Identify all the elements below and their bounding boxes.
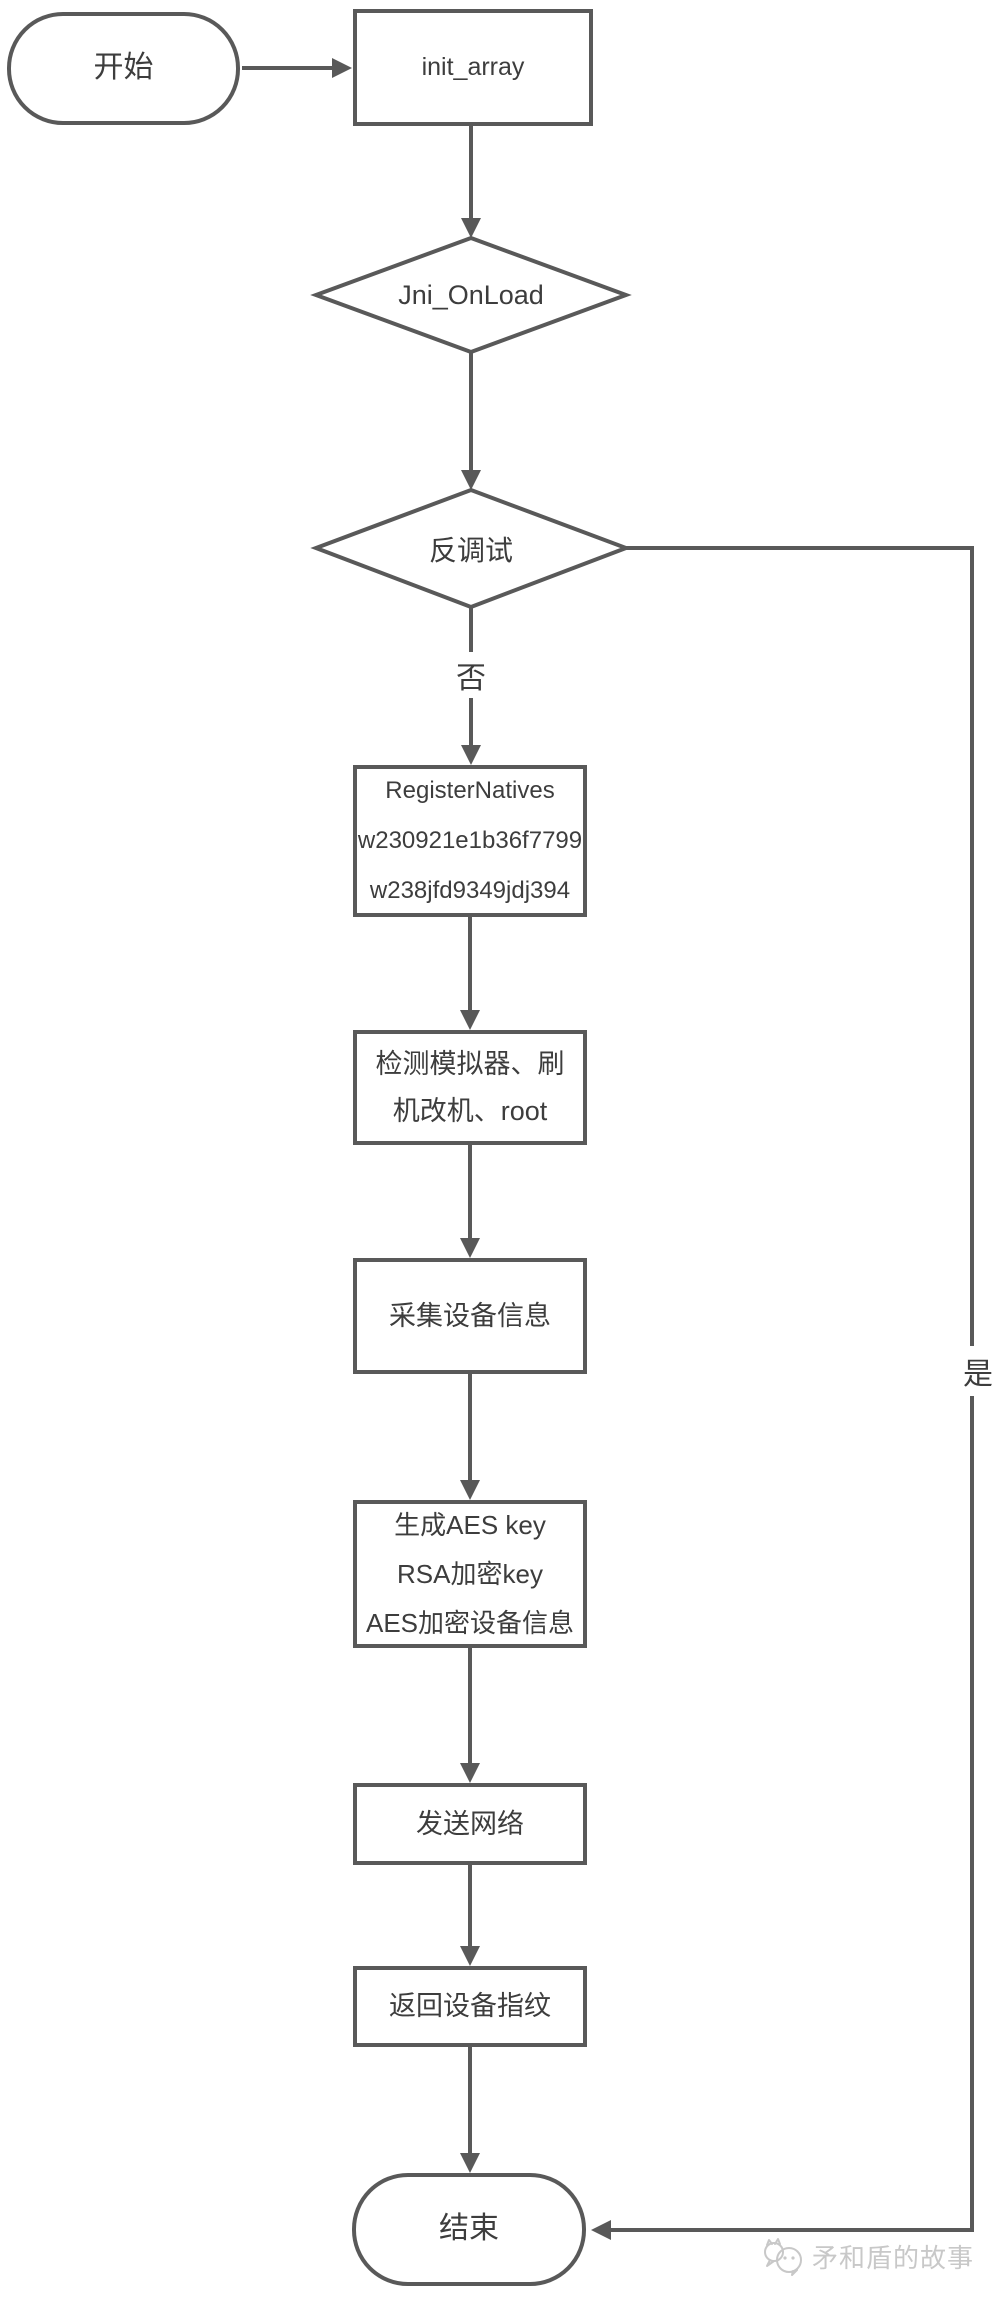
arrowhead-detect-collect — [460, 1238, 480, 1258]
detect-emulator-node: 检测模拟器、刷机改机、root — [353, 1030, 587, 1145]
send-network-node: 发送网络 — [353, 1783, 587, 1865]
register-natives-line3: w238jfd9349jdj394 — [369, 877, 571, 904]
collect-device-info-node: 采集设备信息 — [353, 1258, 587, 1374]
init-array-label: init_array — [421, 52, 525, 81]
start-label: 开始 — [93, 51, 154, 85]
arrowhead-init-jni — [461, 218, 481, 238]
init-array-node: init_array — [353, 9, 593, 126]
start-terminator: 开始 — [7, 12, 240, 125]
send-network-label: 发送网络 — [416, 1808, 524, 1839]
collect-device-info-label: 采集设备信息 — [389, 1300, 551, 1331]
edge-antidebug-end-yes — [609, 546, 974, 2232]
arrowhead-register-detect — [460, 1010, 480, 1030]
detect-emulator-label: 检测模拟器、刷机改机、root — [375, 1048, 565, 1126]
edge-label-no: 否 — [447, 652, 495, 698]
jni-onload-decision: Jni_OnLoad — [316, 238, 626, 352]
arrowhead-send-return — [460, 1946, 480, 1966]
arrowhead-antidebug-register — [461, 745, 481, 765]
watermark-text: 矛和盾的故事 — [812, 2242, 975, 2273]
register-natives-node: RegisterNatives w230921e1b36f7799 w238jf… — [353, 765, 587, 917]
anti-debug-decision: 反调试 — [316, 490, 626, 607]
arrowhead-collect-encrypt — [460, 1480, 480, 1500]
edge-label-yes: 是 — [955, 1346, 1001, 1396]
register-natives-line1: RegisterNatives — [385, 777, 555, 804]
arrowhead-jni-antidebug — [461, 470, 481, 490]
arrowhead-encrypt-send — [460, 1763, 480, 1783]
encrypt-line1: 生成AES key — [394, 1509, 546, 1540]
arrowhead-return-end — [460, 2153, 480, 2173]
arrowhead-start-init — [332, 58, 352, 78]
encrypt-line3: AES加密设备信息 — [365, 1607, 575, 1638]
return-fingerprint-node: 返回设备指纹 — [353, 1966, 587, 2047]
edge-label-no-text: 否 — [456, 662, 486, 695]
watermark: 矛和盾的故事 — [762, 2236, 974, 2276]
end-label: 结束 — [439, 2212, 499, 2246]
return-fingerprint-label: 返回设备指纹 — [389, 1991, 551, 2022]
jni-onload-label: Jni_OnLoad — [398, 279, 544, 310]
edge-label-yes-text: 是 — [963, 1358, 993, 1391]
encrypt-line2: RSA加密key — [397, 1558, 543, 1589]
end-terminator: 结束 — [352, 2173, 586, 2286]
anti-debug-label: 反调试 — [428, 534, 513, 566]
arrowhead-yes-end — [591, 2220, 611, 2240]
register-natives-line2: w230921e1b36f7799 — [357, 827, 583, 854]
encrypt-node: 生成AES key RSA加密key AES加密设备信息 — [353, 1500, 587, 1648]
watermark-logo-icon — [764, 2238, 802, 2276]
